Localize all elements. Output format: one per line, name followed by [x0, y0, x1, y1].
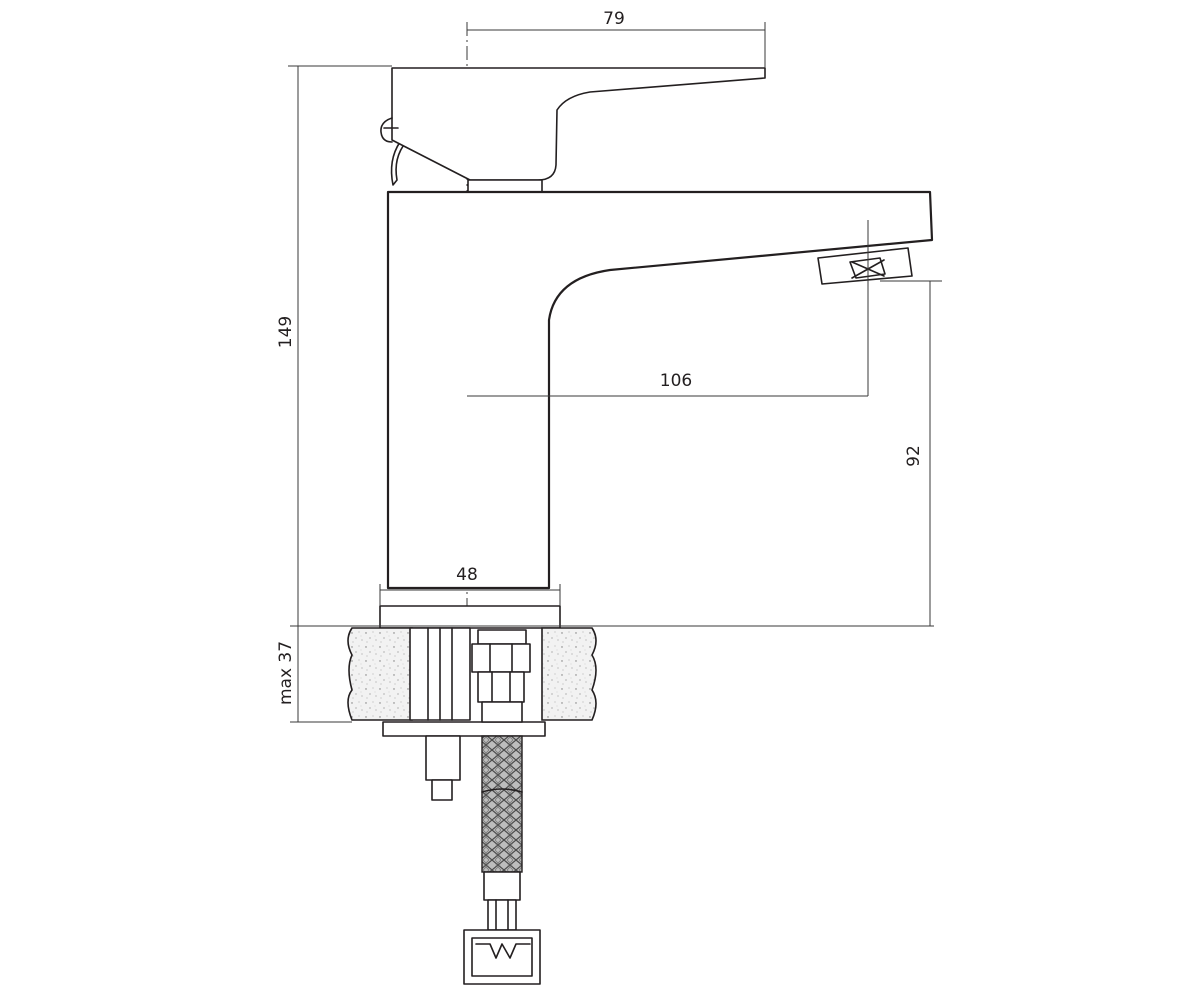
countertop-right	[541, 627, 597, 721]
stud-nut	[425, 735, 461, 781]
dimension-label-spout-reach: 106	[660, 371, 692, 391]
aerator	[817, 247, 913, 285]
braided-hose	[481, 735, 523, 873]
base-plate	[379, 605, 561, 629]
stud-end	[431, 779, 453, 801]
handle-body	[391, 67, 766, 181]
clamp-washer	[382, 721, 546, 737]
dimension-label-total-height: 149	[276, 316, 296, 348]
dimension-spout-reach: 106	[467, 220, 869, 397]
dimension-max-thickness: max 37	[276, 626, 352, 723]
dimension-label-max-thickness: max 37	[276, 641, 296, 705]
lever-handle	[380, 67, 766, 193]
hose-nut-upper	[471, 643, 531, 673]
dimension-base-diameter: 48	[380, 565, 560, 591]
mounting-hardware	[382, 627, 546, 801]
handle-collar	[467, 179, 543, 193]
handle-knob	[380, 117, 393, 143]
dimension-label-base-diameter: 48	[456, 565, 478, 585]
dimension-label-spout-height: 92	[904, 445, 924, 467]
handle-hinge-cap	[390, 141, 407, 186]
faucet-body	[386, 190, 934, 590]
dimension-total-height: 149	[276, 65, 392, 626]
body-and-spout	[386, 190, 934, 590]
dimension-label-lever-length: 79	[603, 9, 625, 29]
dimension-spout-height: 92	[880, 280, 942, 626]
hose-fitting	[477, 671, 525, 703]
hose-connection	[463, 629, 541, 985]
dimension-lever-length: 79	[467, 9, 766, 68]
hose-nut-lower	[463, 929, 541, 985]
countertop-section	[347, 627, 597, 721]
countertop-left	[347, 627, 413, 721]
